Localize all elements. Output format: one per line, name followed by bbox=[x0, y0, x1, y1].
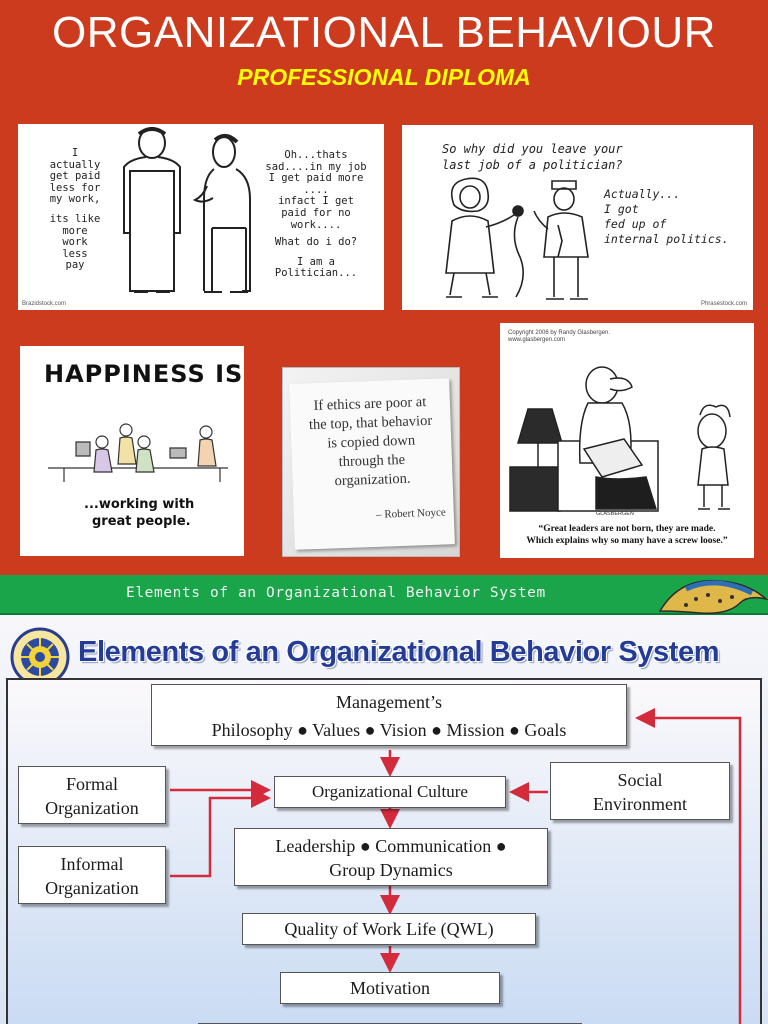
happiness-caption: ...working with great people. bbox=[84, 496, 194, 530]
quote-line: organization. bbox=[334, 470, 411, 490]
flow-arrows bbox=[170, 708, 742, 1024]
speech-line: less bbox=[62, 247, 88, 260]
speech-line: Actually... bbox=[604, 187, 681, 201]
box-line: Organization bbox=[45, 878, 139, 898]
speech-line: my work, bbox=[49, 193, 101, 206]
leadership-box: Leadership ● Communication ● Group Dynam… bbox=[234, 828, 548, 886]
speech-line: less for bbox=[49, 181, 101, 194]
two-men-drawing bbox=[123, 127, 251, 293]
copyright-line: Copyright 2006 by Randy Glasbergen. bbox=[508, 330, 611, 336]
box-line: Formal bbox=[66, 774, 118, 794]
box-line: Leadership ● Communication ● bbox=[275, 836, 507, 856]
social-environment-box: Social Environment bbox=[550, 762, 730, 820]
politician-answer: Actually... I got fed up of internal pol… bbox=[604, 187, 729, 247]
cartoon-right-speech: Oh...thats sad....in my job I get paid m… bbox=[252, 149, 380, 280]
speech-line: last job of a politician? bbox=[442, 158, 623, 172]
cartoon-credit: Phrasestock.com bbox=[700, 301, 747, 307]
speech-line: pay bbox=[65, 259, 85, 272]
speech-line: fed up of bbox=[604, 217, 667, 231]
box-line: Quality of Work Life (QWL) bbox=[284, 919, 494, 939]
caption-line: Which explains why so many have a screw … bbox=[526, 536, 728, 546]
informal-organization-box: Informal Organization bbox=[18, 846, 166, 904]
page-subtitle: PROFESSIONAL DIPLOMA bbox=[237, 64, 531, 90]
organizational-culture-box: Organizational Culture bbox=[274, 776, 506, 808]
leaders-cartoon: Copyright 2006 by Randy Glasbergen. www.… bbox=[500, 323, 754, 558]
speech-line: What do i do? bbox=[274, 236, 358, 249]
speech-line: Politician... bbox=[274, 267, 358, 280]
coworkers-drawing bbox=[48, 423, 228, 482]
cartoon-signature: GLASBERGEN bbox=[596, 511, 634, 517]
speech-line: paid for no bbox=[281, 206, 351, 219]
interview-cartoon: So why did you leave your last job of a … bbox=[402, 125, 753, 310]
quote-inner: If ethics are poor at the top, that beha… bbox=[289, 378, 455, 550]
jaguar-logo-icon bbox=[658, 579, 768, 615]
speech-line: infact I get bbox=[278, 195, 354, 208]
speech-line: .... bbox=[303, 183, 329, 196]
box-line: Organizational Culture bbox=[312, 782, 468, 801]
speech-line: I got bbox=[604, 202, 639, 216]
section-banner: Elements of an Organizational Behavior S… bbox=[0, 575, 768, 615]
leaders-caption: “Great leaders are not born, they are ma… bbox=[500, 523, 754, 547]
speech-line: So why did you leave your bbox=[442, 142, 623, 156]
speech-line: I get paid more bbox=[268, 172, 364, 185]
speech-line: I am a bbox=[297, 255, 335, 268]
box-line: Environment bbox=[593, 794, 687, 814]
cover-section: ORGANIZATIONAL BEHAVIOUR PROFESSIONAL DI… bbox=[18, 8, 754, 558]
formal-organization-box: Formal Organization bbox=[18, 766, 166, 824]
speech-line: I bbox=[71, 147, 79, 159]
copyright-site: www.glasbergen.com bbox=[508, 337, 566, 343]
caption-line: “Great leaders are not born, they are ma… bbox=[538, 524, 716, 534]
speech-line: get paid bbox=[49, 170, 101, 183]
page-title: ORGANIZATIONAL BEHAVIOUR bbox=[52, 8, 716, 57]
quote-author: – Robert Noyce bbox=[375, 506, 446, 521]
diagram-frame: Management’s Philosophy ● Values ● Visio… bbox=[6, 678, 762, 1024]
diagram-slide: Elements of an Organizational Behavior S… bbox=[0, 615, 768, 1024]
cartoon-left-speech: I actually get paid less for my work, it… bbox=[38, 147, 112, 272]
interview-drawing bbox=[445, 177, 589, 300]
caption-line: great people. bbox=[92, 514, 191, 529]
speech-line: actually bbox=[49, 158, 101, 171]
speech-line: internal politics. bbox=[604, 232, 729, 246]
slide-title: Elements of an Organizational Behavior S… bbox=[78, 636, 720, 668]
box-line: Informal bbox=[60, 854, 124, 874]
cartoon-copyright: Copyright 2006 by Randy Glasbergen. www.… bbox=[508, 330, 610, 344]
box-line: Social bbox=[617, 770, 663, 790]
quote-text: If ethics are poor at the top, that beha… bbox=[294, 392, 449, 492]
box-line: Motivation bbox=[350, 978, 430, 998]
speech-line: sad....in my job bbox=[265, 160, 367, 173]
speech-line: more bbox=[62, 224, 88, 237]
speech-line: work bbox=[62, 236, 88, 249]
politician-cartoon: I actually get paid less for my work, it… bbox=[18, 124, 384, 310]
management-box: Management’s Philosophy ● Values ● Visio… bbox=[151, 684, 627, 746]
happiness-cartoon: HAPPINESS IS ...working with great peopl… bbox=[20, 346, 244, 556]
box-line: Management’s bbox=[336, 692, 442, 712]
qwl-box: Quality of Work Life (QWL) bbox=[242, 913, 536, 945]
banner-title: Elements of an Organizational Behavior S… bbox=[126, 585, 546, 601]
cartoon-credit: Brazidstock.com bbox=[22, 301, 67, 307]
speech-line: work.... bbox=[290, 218, 342, 231]
father-son-drawing bbox=[509, 366, 731, 512]
seal-logo-icon bbox=[10, 627, 70, 687]
speech-line: its like bbox=[49, 212, 101, 225]
speech-line: Oh...thats bbox=[284, 149, 348, 161]
motivation-box: Motivation bbox=[280, 972, 500, 1004]
quote-card: If ethics are poor at the top, that beha… bbox=[282, 367, 460, 557]
box-line: Philosophy ● Values ● Vision ● Mission ●… bbox=[211, 720, 567, 740]
happiness-title: HAPPINESS IS bbox=[44, 360, 244, 388]
box-line: Group Dynamics bbox=[329, 860, 453, 880]
interviewer-question: So why did you leave your last job of a … bbox=[442, 141, 623, 173]
box-line: Organization bbox=[45, 798, 139, 818]
caption-line: ...working with bbox=[84, 497, 195, 512]
